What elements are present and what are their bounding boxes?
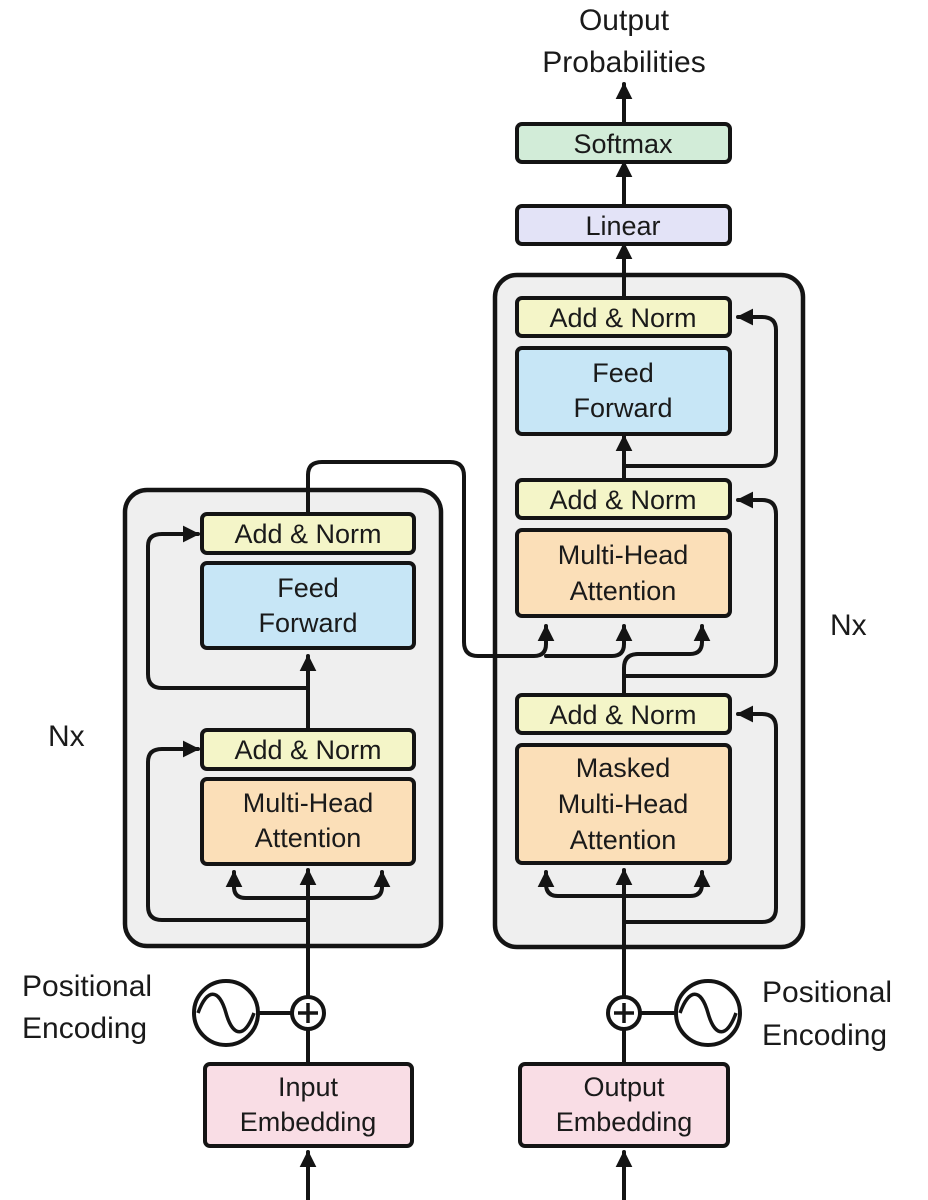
encoder-multi-head-attention: Multi-Head Attention — [200, 777, 416, 866]
encoder-positional-encoding-icon — [192, 979, 260, 1047]
output-probabilities-label-2: Probabilities — [542, 46, 705, 79]
decoder-linear: Linear — [515, 204, 732, 246]
decoder-repeat-label: Nx — [830, 609, 867, 642]
encoder-add-icon — [290, 995, 326, 1031]
decoder-cross-attention-label-1: Multi-Head — [558, 540, 689, 570]
decoder-add-norm-2: Add & Norm — [515, 478, 732, 520]
encoder-feed-forward-label-2: Forward — [258, 608, 357, 638]
encoder-feed-forward: Feed Forward — [200, 561, 416, 650]
decoder-add-norm-1: Add & Norm — [515, 693, 732, 735]
connectors — [146, 82, 778, 1200]
decoder-masked-attention-label-3: Attention — [570, 825, 677, 855]
encoder-feed-forward-label-1: Feed — [277, 573, 339, 603]
decoder-add-norm-1-label: Add & Norm — [549, 700, 696, 730]
encoder-repeat-label: Nx — [48, 720, 85, 753]
output-probabilities-label-1: Output — [579, 4, 670, 37]
decoder-softmax: Softmax — [515, 122, 732, 164]
encoder-add-norm-2-label: Add & Norm — [234, 519, 381, 549]
input-embedding-label-1: Input — [278, 1072, 339, 1102]
encoder-positional-encoding-label-1: Positional — [22, 970, 152, 1003]
encoder-add-norm-2: Add & Norm — [200, 512, 416, 555]
decoder-softmax-label: Softmax — [573, 129, 673, 159]
decoder-positional-encoding-label-1: Positional — [762, 976, 892, 1009]
decoder-multi-head-attention: Multi-Head Attention — [515, 528, 732, 618]
decoder-feed-forward-label-2: Forward — [573, 393, 672, 423]
output-embedding-label-2: Embedding — [556, 1107, 693, 1137]
decoder-feed-forward-label-1: Feed — [592, 358, 654, 388]
decoder-add-icon — [606, 995, 642, 1031]
decoder-cross-attention-label-2: Attention — [570, 576, 677, 606]
decoder-linear-label: Linear — [585, 211, 660, 241]
decoder-masked-multi-head-attention: Masked Multi-Head Attention — [515, 743, 732, 865]
input-embedding-label-2: Embedding — [240, 1107, 377, 1137]
encoder-attention-label-2: Attention — [255, 823, 362, 853]
encoder-add-norm-1-label: Add & Norm — [234, 735, 381, 765]
output-embedding-label-1: Output — [583, 1072, 665, 1102]
decoder-positional-encoding-label-2: Encoding — [762, 1019, 887, 1052]
output-embedding: Output Embedding — [518, 1062, 730, 1148]
encoder-positional-encoding-label-2: Encoding — [22, 1012, 147, 1045]
encoder-attention-label-1: Multi-Head — [243, 788, 374, 818]
decoder-add-norm-3: Add & Norm — [515, 296, 732, 338]
decoder-masked-attention-label-2: Multi-Head — [558, 789, 689, 819]
decoder-masked-attention-label-1: Masked — [576, 753, 671, 783]
decoder-feed-forward: Feed Forward — [515, 346, 732, 436]
encoder-add-norm-1: Add & Norm — [200, 728, 416, 771]
encoder-stack — [122, 487, 444, 949]
input-embedding: Input Embedding — [203, 1062, 414, 1148]
decoder-add-norm-3-label: Add & Norm — [549, 303, 696, 333]
decoder-positional-encoding-icon — [674, 979, 742, 1047]
decoder-add-norm-2-label: Add & Norm — [549, 485, 696, 515]
